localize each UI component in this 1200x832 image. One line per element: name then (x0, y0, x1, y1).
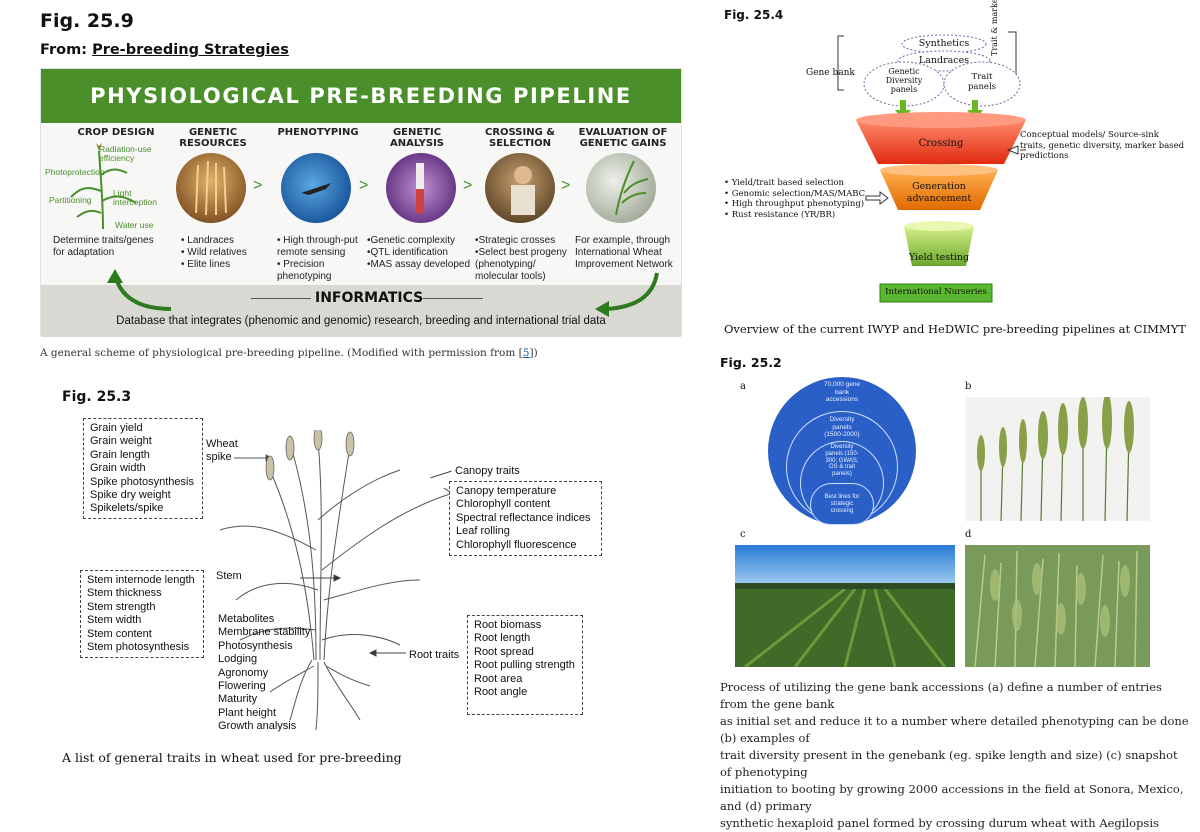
col-head-crop-design: CROP DESIGN (77, 127, 155, 138)
synthetics-label: Synthetics (918, 38, 970, 49)
yield-testing-label: Yield testing (908, 252, 970, 263)
wheat-spike-label: Wheat spike (206, 438, 238, 463)
pipeline-banner: PHYSIOLOGICAL PRE-BREEDING PIPELINE (41, 69, 681, 123)
label-partitioning: Partitioning (49, 195, 92, 205)
panel-label-a: a (740, 381, 746, 392)
caption-text: A general scheme of physiological pre-br… (40, 347, 523, 359)
reference-5-link[interactable]: 5 (522, 347, 530, 359)
from-line: From: Pre-breeding Strategies (40, 42, 289, 58)
canopy-traits-box: Canopy temperature Chlorophyll content S… (449, 481, 602, 556)
col-head-phenotyping: PHENOTYPING (277, 127, 359, 138)
pipeline-figure: PHYSIOLOGICAL PRE-BREEDING PIPELINE CROP… (40, 68, 682, 337)
from-prefix: From: (40, 42, 87, 58)
informatics-title: INFORMATICS (315, 290, 424, 306)
arrow-icon: > (561, 177, 571, 194)
arrow-icon: > (253, 177, 263, 194)
label-water-use: Water use (115, 220, 154, 230)
informatics-rule-right (423, 298, 483, 299)
col-head-genetic-analysis: GENETIC ANALYSIS (389, 127, 445, 149)
panel-label-c: c (740, 529, 746, 540)
crop-design-plant-icon (70, 143, 137, 230)
genetic-analysis-photo (386, 153, 456, 223)
col-body-phenotyping: • High through-put remote sensing • Prec… (277, 235, 358, 282)
field-photo (735, 545, 955, 667)
international-nurseries-label: International Nurseries (885, 287, 987, 297)
crossing-label: Crossing (918, 138, 964, 149)
fig-25-2-title: Fig. 25.2 (720, 355, 782, 370)
canopy-traits-label: Canopy traits (455, 465, 520, 477)
root-traits-label: Root traits (409, 649, 460, 661)
crossing-photo (485, 153, 555, 223)
caption-line-5: synthetic hexaploid panel formed by cros… (720, 816, 1159, 830)
col-head-crossing-selection: CROSSING & SELECTION (485, 127, 555, 149)
pre-breeding-strategies-link[interactable]: Pre-breeding Strategies (92, 42, 289, 58)
synthetic-wheat-photo (965, 545, 1150, 667)
fig-25-2-caption: Process of utilizing the gene bank acces… (720, 679, 1190, 832)
selection-notes: • Yield/trait based selection • Genomic … (724, 178, 866, 220)
col-body-genetic-analysis: •Genetic complexity •QTL identification … (367, 235, 471, 270)
wheat-plant-drawing (219, 430, 451, 731)
informatics-panel: INFORMATICS Database that integrates (ph… (41, 285, 681, 337)
col-head-evaluation: EVALUATION OF GENETIC GAINS (578, 127, 668, 149)
spike-traits-box: Grain yield Grain weight Grain length Gr… (83, 418, 203, 519)
caption-line-3: trait diversity present in the genebank … (720, 748, 1178, 779)
fig-25-4-caption: Overview of the current IWYP and HeDWIC … (724, 322, 1186, 336)
caption-end: ]) (529, 347, 538, 359)
return-arrow-right-icon (595, 272, 659, 317)
trait-panels-label: Trait panels (967, 72, 997, 92)
informatics-text: Database that integrates (phenomic and g… (116, 315, 606, 327)
circle-2-text: Diversity panels (1500-2000) (824, 416, 860, 438)
informatics-rule-left (251, 298, 311, 299)
col-head-genetic-resources: GENETIC RESOURCES (179, 127, 247, 149)
caption-line-1: Process of utilizing the gene bank acces… (720, 680, 1162, 711)
panel-label-d: d (965, 529, 972, 540)
panel-label-b: b (965, 381, 972, 392)
gene-bank-label: Gene bank (806, 68, 855, 78)
funnel-diagram (837, 31, 1026, 303)
label-light: Light interception (113, 188, 157, 207)
landraces-label: Landraces (918, 55, 970, 66)
generation-label: Generation advancement (906, 181, 972, 204)
phenotyping-photo (281, 153, 351, 223)
fig-25-9-caption: A general scheme of physiological pre-br… (40, 347, 538, 359)
arrow-icon: > (359, 177, 369, 194)
circle-4-text: Best lines for strategic crossing (824, 494, 860, 514)
circle-outer-text: 70,000 gene bank accessions (823, 381, 861, 403)
other-traits-list: Metabolites Membrane stability Photosynt… (218, 613, 311, 733)
fig-25-3-title: Fig. 25.3 (62, 389, 132, 405)
col-body-genetic-resources: • Landraces • Wild relatives • Elite lin… (181, 235, 247, 270)
caption-line-2: as initial set and reduce it to a number… (720, 714, 1189, 745)
stem-traits-box: Stem internode length Stem thickness Ste… (80, 570, 204, 658)
fig-25-3-caption: A list of general traits in wheat used f… (62, 750, 402, 765)
landraces-photo (176, 153, 246, 223)
return-arrow-left-icon (107, 269, 172, 311)
arrow-icon: > (463, 177, 473, 194)
circle-3-text: Diversity panels (150- 300; GWAS, GS & t… (825, 444, 859, 478)
trait-discovery-label: Trait & marker discovery (990, 0, 999, 56)
conceptual-models-note: Conceptual models/ Source-sink traits, g… (1020, 130, 1185, 161)
fig-25-9-title: Fig. 25.9 (40, 10, 134, 32)
col-body-evaluation: For example, through International Wheat… (575, 235, 673, 270)
accession-circle-4 (810, 483, 874, 525)
label-radiation: Radiation-use efficiency (99, 144, 152, 163)
col-body-crossing: •Strategic crosses •Select best progeny … (475, 235, 567, 282)
evaluation-globe-photo (586, 153, 656, 223)
col-body-crop-design: Determine traits/genes for adaptation (53, 235, 154, 258)
caption-line-4: initiation to booting by growing 2000 ac… (720, 782, 1184, 813)
genetic-diversity-label: Genetic Diversity panels (885, 67, 923, 94)
stem-label: Stem (216, 570, 242, 582)
label-photoprotection: Photoprotection (45, 167, 105, 177)
trait-discovery-text: Trait & marker discovery (990, 0, 999, 56)
root-traits-box: Root biomass Root length Root spread Roo… (467, 615, 583, 715)
spike-diversity-photo (965, 397, 1150, 521)
fig-25-4-title: Fig. 25.4 (724, 8, 784, 22)
